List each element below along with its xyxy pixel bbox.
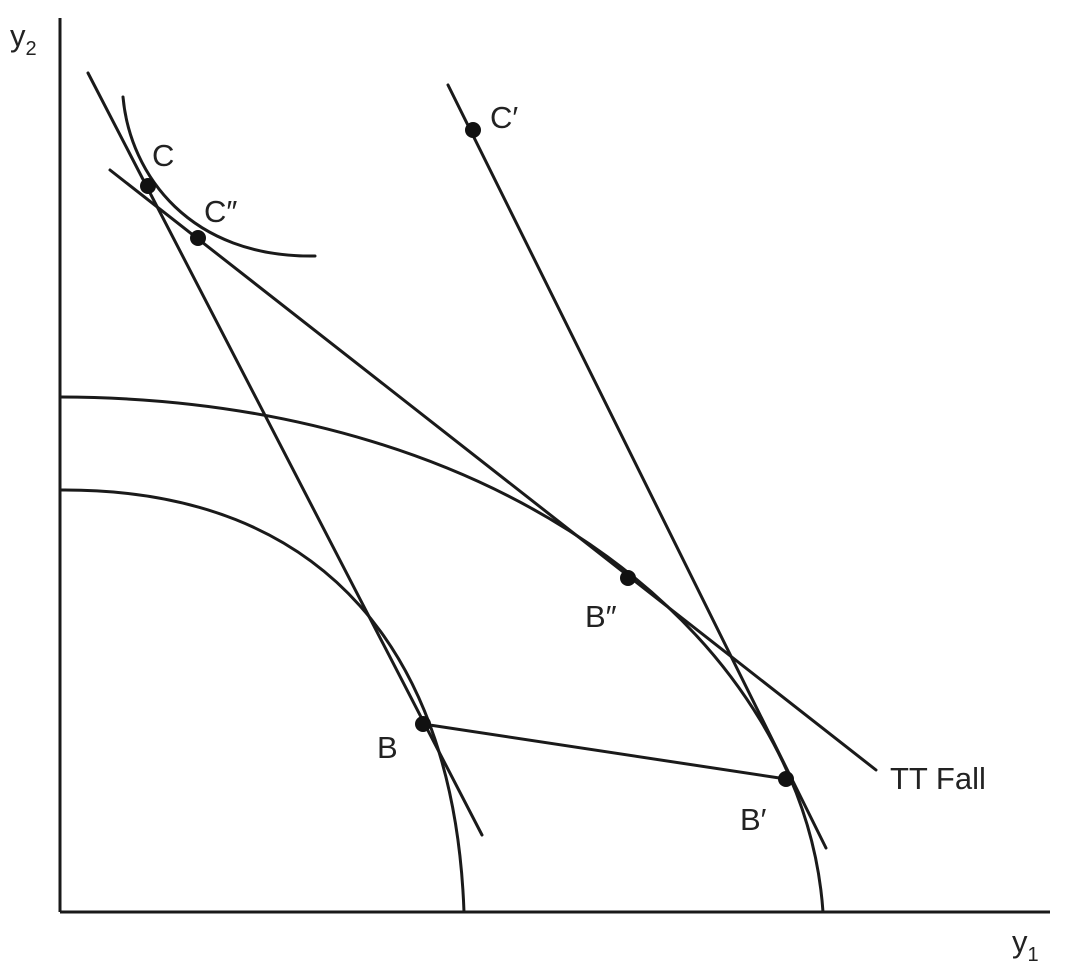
point-c <box>140 178 156 194</box>
point-c-prime <box>465 122 481 138</box>
label-b-prime: B′ <box>740 802 767 837</box>
tt-fall-line <box>108 168 878 772</box>
inner-ppf-curve <box>58 488 466 914</box>
y1-label-subscript: 1 <box>1028 944 1039 966</box>
y2-label-main: y <box>10 18 26 53</box>
point-b <box>415 716 431 732</box>
point-b-double-prime <box>620 570 636 586</box>
outer-ppf-curve <box>58 395 825 914</box>
label-c: C <box>152 138 174 173</box>
label-b: B <box>377 730 398 765</box>
tt-fall-label: TT Fall <box>890 761 986 796</box>
y1-label-main: y <box>1012 924 1028 959</box>
y2-label-subscript: 2 <box>26 38 37 60</box>
point-c-double-prime <box>190 230 206 246</box>
label-c-prime: C′ <box>490 100 518 135</box>
point-b-prime <box>778 771 794 787</box>
y2-axis-label: y2 <box>10 18 37 60</box>
price-line-c-prime-b-prime <box>446 83 828 850</box>
y1-axis-label: y1 <box>1012 924 1039 966</box>
label-b-double-prime: B″ <box>585 599 617 634</box>
label-c-double-prime: C″ <box>204 194 237 229</box>
b-to-b-prime-segment <box>421 722 788 781</box>
price-line-c-b <box>86 71 484 837</box>
indifference-curve <box>121 95 317 258</box>
